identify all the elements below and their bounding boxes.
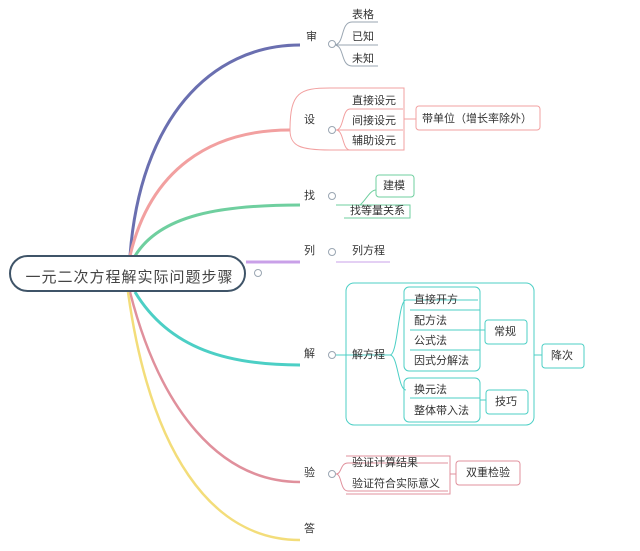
she-child-indirect[interactable]: 间接设元 [352,114,396,127]
zhao-child-relation[interactable]: 找等量关系 [350,204,405,217]
shen-child-table[interactable]: 表格 [352,8,374,21]
zhao-note-model[interactable]: 建模 [383,179,405,192]
method-substitution[interactable]: 换元法 [414,383,447,396]
lie-child-equation[interactable]: 列方程 [352,244,385,257]
step-shen-label[interactable]: 审 [306,30,317,43]
she-note-units[interactable]: 带单位（增长率除外） [422,112,532,125]
yan-child-check-meaning[interactable]: 验证符合实际意义 [352,477,440,490]
method-formula[interactable]: 公式法 [414,334,447,347]
reduce-degree-label[interactable]: 降次 [551,349,573,362]
she-child-auxiliary[interactable]: 辅助设元 [352,134,396,147]
branch-da-line [126,291,301,542]
branch-yan-line [128,291,301,484]
yan-child-check-result[interactable]: 验证计算结果 [352,456,418,469]
she-child-direct[interactable]: 直接设元 [352,94,396,107]
shen-child-known[interactable]: 已知 [352,30,374,43]
root-topic[interactable]: 一元二次方程解实际问题步骤 [9,255,246,292]
jie-child-solve[interactable]: 解方程 [352,348,385,361]
shen-child-unknown[interactable]: 未知 [352,52,374,65]
method-factoring[interactable]: 因式分解法 [414,354,469,367]
step-zhao-label[interactable]: 找 [304,189,315,202]
step-she-toggle[interactable] [328,126,336,134]
yan-note-double-check[interactable]: 双重检验 [466,466,510,479]
regular-group-label[interactable]: 常规 [494,325,516,338]
root-topic-label: 一元二次方程解实际问题步骤 [25,268,234,286]
skill-group-label[interactable]: 技巧 [495,395,517,408]
root-collapse-toggle[interactable] [254,269,262,277]
step-yan-toggle[interactable] [328,470,336,478]
step-she-label[interactable]: 设 [304,113,315,126]
branch-jie-line [133,291,301,367]
branch-she-line [128,128,291,257]
branch-shen-line [128,43,301,257]
step-jie-toggle[interactable] [328,351,336,359]
step-zhao-toggle[interactable] [328,192,336,200]
branch-zhao-line [133,203,301,257]
step-lie-label[interactable]: 列 [304,244,315,257]
method-completing-square[interactable]: 配方法 [414,314,447,327]
step-da-label[interactable]: 答 [304,522,315,535]
method-direct-sqrt[interactable]: 直接开方 [414,293,458,306]
step-shen-toggle[interactable] [328,40,336,48]
step-lie-toggle[interactable] [328,248,336,256]
step-yan-label[interactable]: 验 [304,466,315,479]
method-whole-substitution[interactable]: 整体带入法 [414,404,469,417]
step-jie-label[interactable]: 解 [304,347,315,360]
